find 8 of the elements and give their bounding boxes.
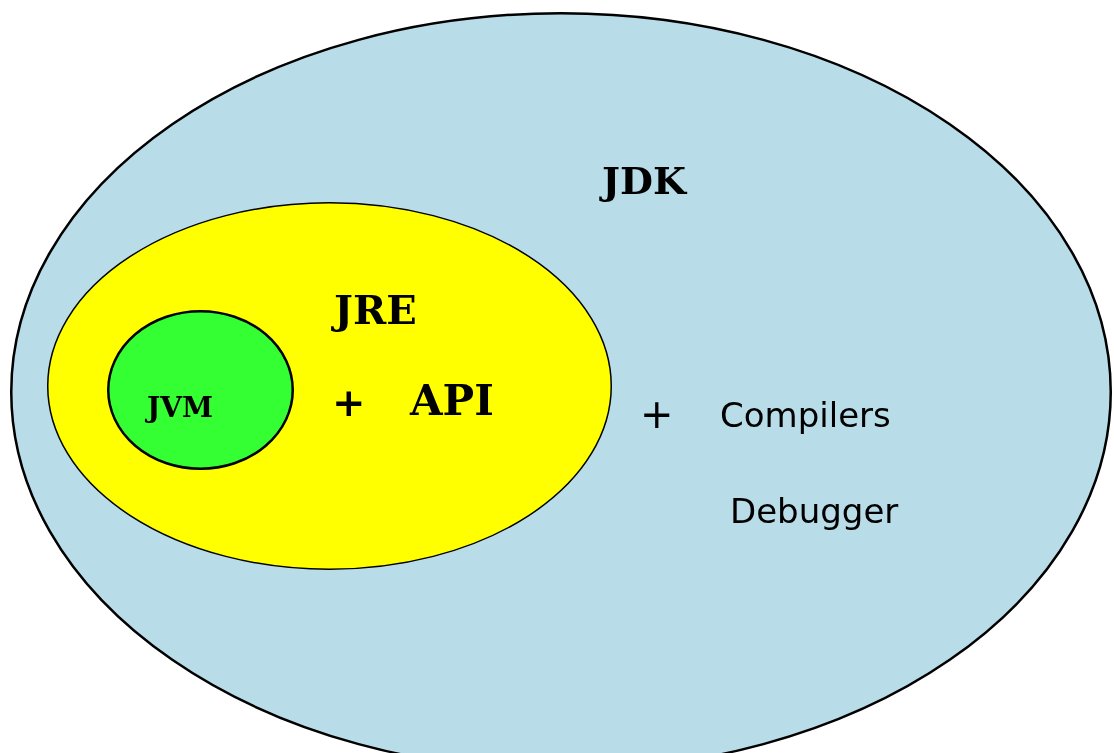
component-label: API <box>410 380 494 422</box>
inner-ellipse <box>107 310 294 470</box>
ellipse-label: JVM <box>147 394 213 422</box>
plus-sign: + <box>332 382 366 422</box>
component-label: Debugger <box>730 494 899 528</box>
plus-sign: + <box>640 394 674 434</box>
component-label: Compilers <box>720 398 891 432</box>
middle-ellipse <box>47 202 612 570</box>
